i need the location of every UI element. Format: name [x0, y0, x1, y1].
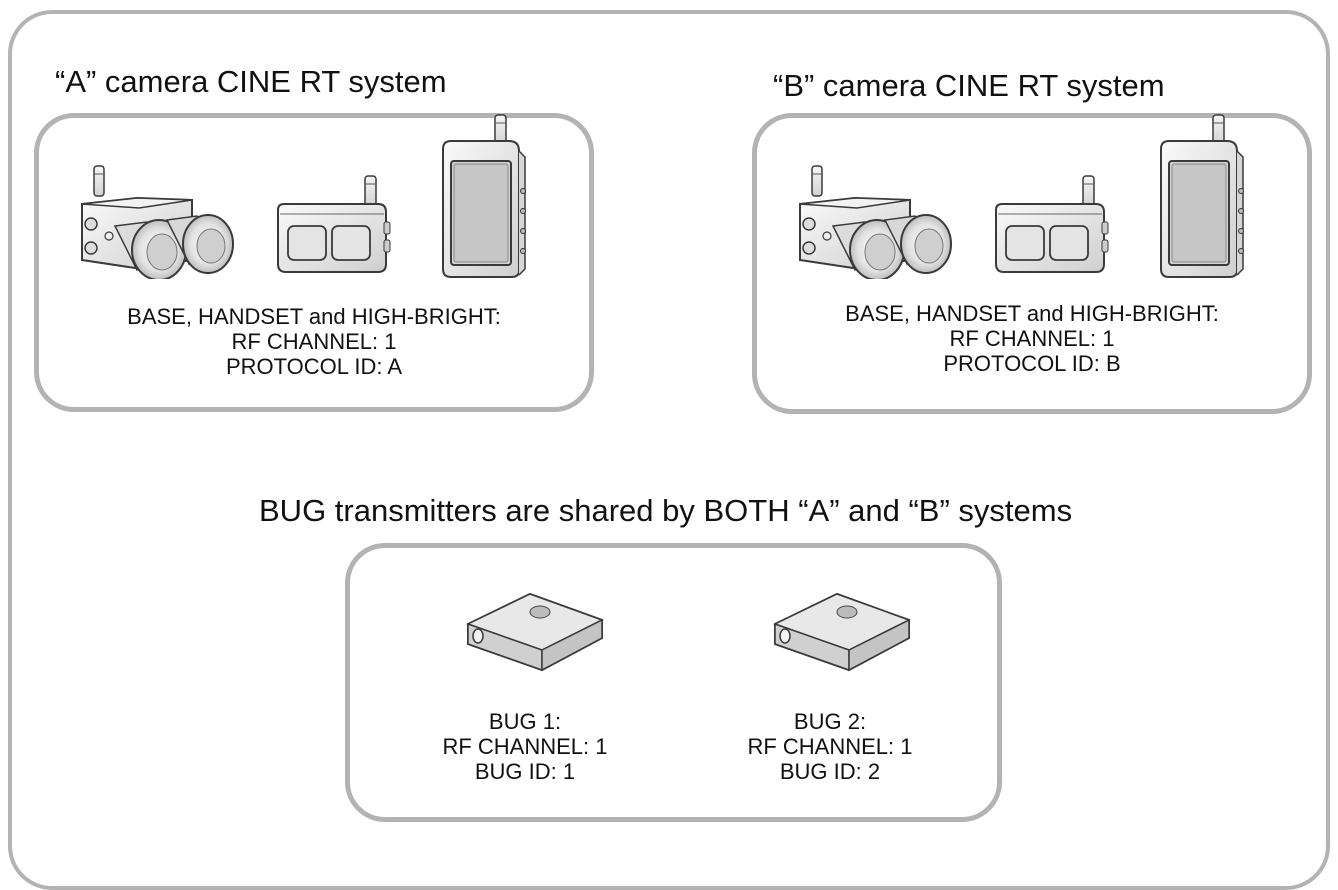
system-a-line-2: RF CHANNEL: 1 [231, 329, 397, 354]
base-unit-icon [77, 164, 237, 279]
high-bright-monitor-icon [1155, 113, 1250, 278]
system-b-panel: BASE, HANDSET and HIGH-BRIGHT: RF CHANNE… [752, 113, 1312, 414]
bugs-title: BUG transmitters are shared by BOTH “A” … [259, 493, 1073, 528]
bug1-line-2: RF CHANNEL: 1 [442, 734, 608, 759]
system-b-line-3: PROTOCOL ID: B [943, 351, 1121, 376]
bugs-panel: BUG 1: RF CHANNEL: 1 BUG ID: 1 BUG 2: RF… [345, 543, 1002, 822]
system-b-caption: BASE, HANDSET and HIGH-BRIGHT: RF CHANNE… [757, 301, 1307, 376]
bug1-line-3: BUG ID: 1 [474, 759, 576, 784]
system-a-caption: BASE, HANDSET and HIGH-BRIGHT: RF CHANNE… [39, 304, 589, 379]
system-b-line-1: BASE, HANDSET and HIGH-BRIGHT: [845, 301, 1219, 326]
system-a-title: “A” camera CINE RT system [55, 64, 447, 99]
system-a-line-1: BASE, HANDSET and HIGH-BRIGHT: [127, 304, 501, 329]
base-unit-icon [795, 164, 955, 279]
bug2-line-3: BUG ID: 2 [779, 759, 881, 784]
system-b-title: “B” camera CINE RT system [773, 68, 1165, 103]
bug-transmitter-icon [460, 582, 610, 677]
handset-icon [272, 174, 397, 274]
bug1-line-1: BUG 1: [488, 709, 562, 734]
high-bright-monitor-icon [437, 113, 532, 278]
handset-icon [990, 174, 1115, 274]
bug-transmitter-icon [767, 582, 917, 677]
bug2-caption: BUG 2: RF CHANNEL: 1 BUG ID: 2 [695, 709, 965, 784]
system-a-panel: BASE, HANDSET and HIGH-BRIGHT: RF CHANNE… [34, 113, 594, 412]
bug1-caption: BUG 1: RF CHANNEL: 1 BUG ID: 1 [390, 709, 660, 784]
bug2-line-2: RF CHANNEL: 1 [747, 734, 913, 759]
bug2-line-1: BUG 2: [793, 709, 867, 734]
system-a-line-3: PROTOCOL ID: A [225, 354, 403, 379]
system-b-line-2: RF CHANNEL: 1 [949, 326, 1115, 351]
